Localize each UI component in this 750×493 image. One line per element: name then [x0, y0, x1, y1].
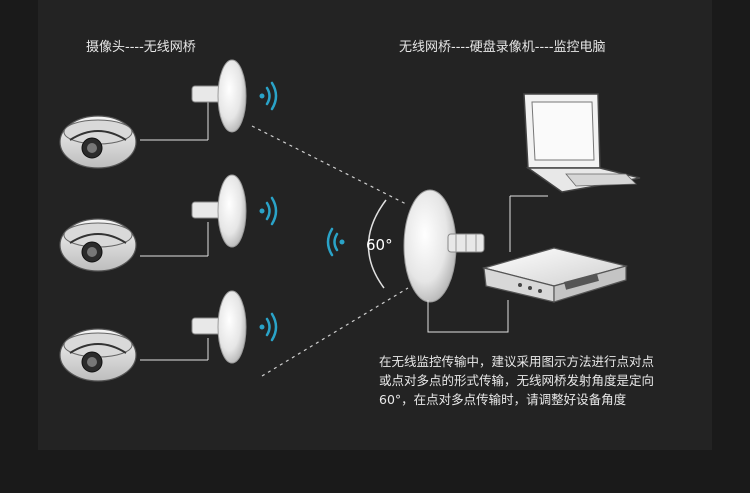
note-line: 60°，在点对多点传输时，请调整好设备角度 [379, 392, 627, 407]
dome-camera-3 [59, 328, 137, 382]
signal-icon [259, 196, 278, 226]
wireless-bridge-3 [191, 290, 247, 364]
caption-camera-bridge: 摄像头----无线网桥 [86, 40, 196, 55]
wireless-bridge-2 [191, 174, 247, 256]
signal-icon [259, 81, 278, 111]
signal-icon [259, 312, 278, 342]
coverage-lines [251, 125, 409, 377]
description-note: 在无线监控传输中，建议采用图示方法进行点对点 或点对多点的形式传输，无线网桥发射… [379, 352, 709, 409]
angle-label: 60° [366, 236, 393, 254]
laptop [523, 93, 641, 193]
dome-camera-2 [59, 218, 137, 272]
signal-icon [326, 227, 345, 257]
note-line: 或点对多点的形式传输，无线网桥发射角度是定向 [379, 373, 655, 388]
wireless-bridge-1 [191, 59, 247, 140]
connection-lines [427, 195, 548, 333]
nvr-recorder [481, 247, 629, 303]
caption-bridge-nvr-pc: 无线网桥----硬盘录像机----监控电脑 [399, 40, 606, 55]
main-wireless-bridge [403, 189, 485, 303]
dome-camera-1 [59, 115, 137, 169]
diagram-panel [38, 0, 712, 450]
note-line: 在无线监控传输中，建议采用图示方法进行点对点 [379, 354, 655, 369]
angle-arc [367, 199, 387, 289]
